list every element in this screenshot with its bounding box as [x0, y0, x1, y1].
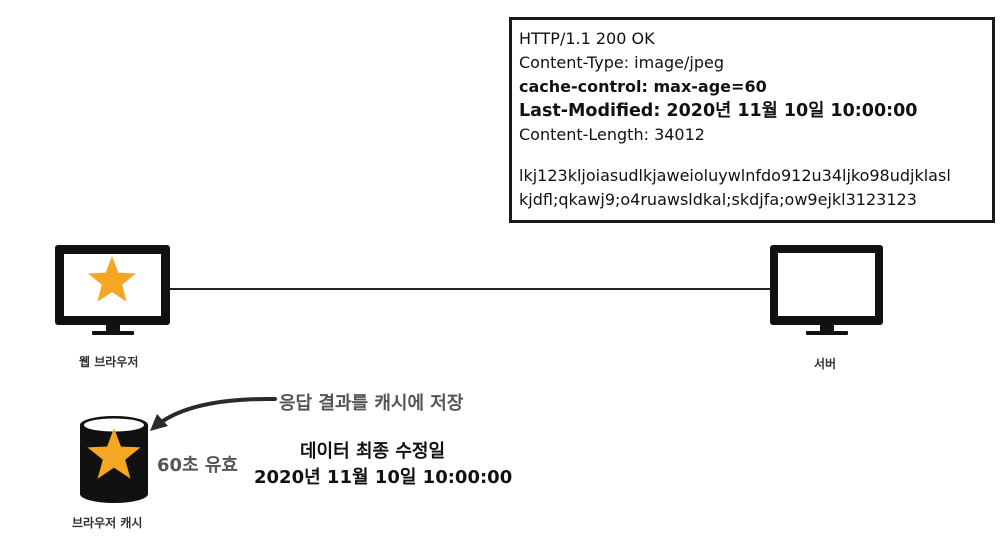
- cache-validity-label: 60초 유효: [157, 455, 238, 476]
- body-line-2: kjdfl;qkawj9;o4ruawsldkal;skdjfa;ow9ejkl…: [519, 190, 917, 209]
- last-modified-header: Last-Modified: 2020년 11월 10일 10:00:00: [519, 101, 918, 121]
- browser-star-icon: [88, 256, 136, 302]
- cache-control-header: cache-control: max-age=60: [519, 77, 767, 96]
- http-response-box: HTTP/1.1 200 OK Content-Type: image/jpeg…: [509, 17, 995, 223]
- server-label: 서버: [814, 357, 837, 371]
- store-arrow-icon: [150, 396, 277, 431]
- status-line: HTTP/1.1 200 OK: [519, 29, 655, 48]
- browser-label: 웹 브라우저: [79, 355, 139, 369]
- browser-monitor-icon: [55, 245, 170, 335]
- body-line-1: lkj123kljoiasudlkjaweioluywlnfdo912u34lj…: [519, 166, 951, 185]
- server-monitor-icon: [770, 245, 883, 335]
- cache-label: 브라우저 캐시: [72, 516, 143, 530]
- cache-cylinder-icon: [80, 416, 148, 503]
- cache-star-icon: [87, 428, 141, 479]
- content-type-header: Content-Type: image/jpeg: [519, 53, 724, 72]
- last-modified-value: 2020년 11월 10일 10:00:00: [254, 467, 513, 488]
- last-modified-title: 데이터 최종 수정일: [300, 441, 446, 462]
- content-length-header: Content-Length: 34012: [519, 125, 705, 144]
- arrow-label: 응답 결과를 캐시에 저장: [279, 393, 464, 414]
